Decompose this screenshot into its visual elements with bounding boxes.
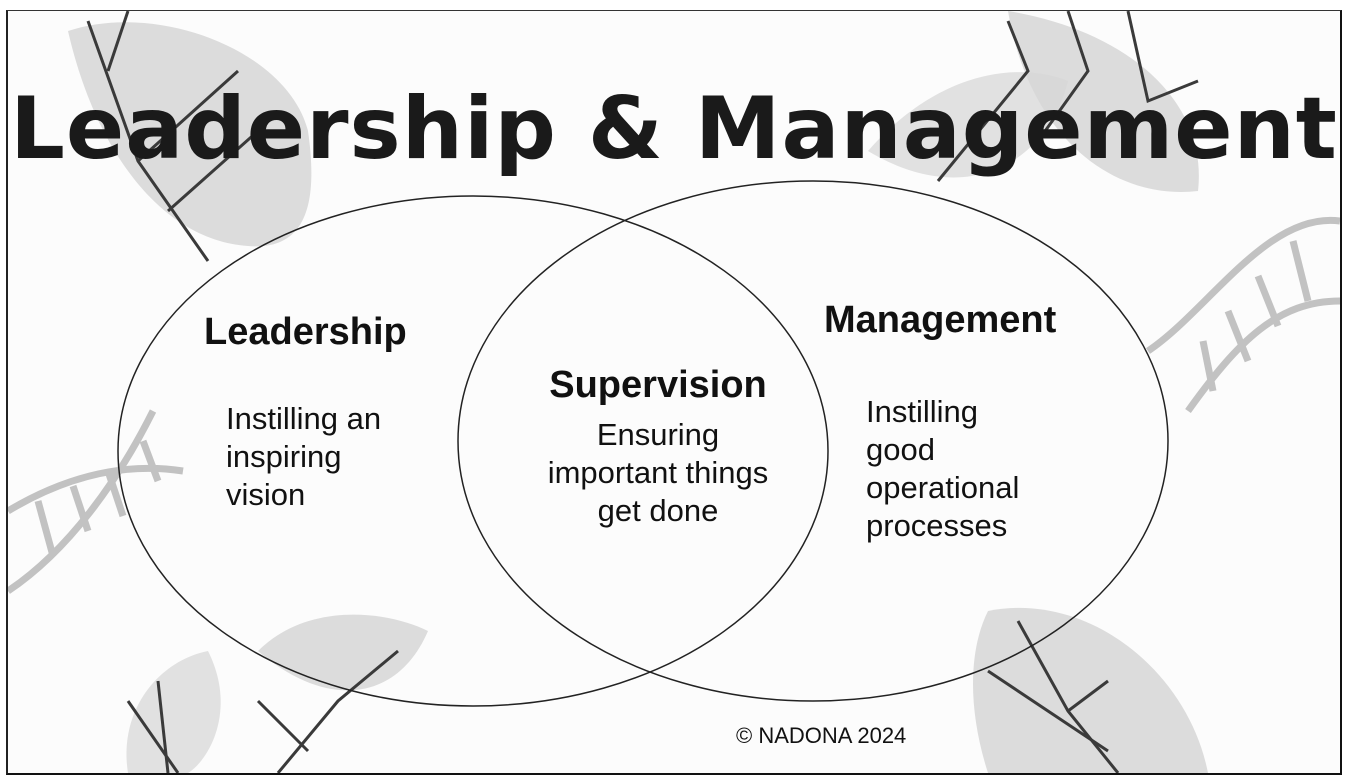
management-line: processes xyxy=(866,508,1008,543)
background-decoration xyxy=(8,11,1340,773)
copyright-notice: © NADONA 2024 xyxy=(736,723,907,748)
leadership-ellipse xyxy=(117,195,829,707)
management-heading: Management xyxy=(824,299,1057,341)
leaf-icon xyxy=(973,607,1208,773)
supervision-line: Ensuring xyxy=(596,417,720,452)
leadership-heading: Leadership xyxy=(204,311,407,353)
leadership-line: vision xyxy=(226,477,306,512)
leaf-icon xyxy=(68,11,312,262)
dna-icon xyxy=(8,409,184,594)
venn-diagram xyxy=(117,180,1169,707)
supervision-description: Ensuring important things get done xyxy=(448,416,868,530)
slide: Leadership & Management Leadership Insti… xyxy=(6,10,1342,775)
leadership-description: Instilling an inspiring vision xyxy=(226,400,381,514)
management-line: good xyxy=(866,432,935,467)
supervision-line: important things xyxy=(547,455,769,490)
leaf-icon xyxy=(126,614,428,773)
dna-icon xyxy=(1146,216,1340,414)
leadership-line: inspiring xyxy=(226,439,342,474)
management-line: operational xyxy=(866,470,1020,505)
management-line: Instilling xyxy=(866,394,978,429)
leaf-icon xyxy=(868,11,1199,192)
supervision-line: get done xyxy=(597,493,719,528)
management-ellipse xyxy=(457,180,1169,702)
supervision-heading: Supervision xyxy=(549,364,767,406)
slide-title: Leadership & Management xyxy=(10,79,1338,179)
management-description: Instilling good operational processes xyxy=(866,393,1019,545)
leadership-line: Instilling an xyxy=(226,401,382,436)
